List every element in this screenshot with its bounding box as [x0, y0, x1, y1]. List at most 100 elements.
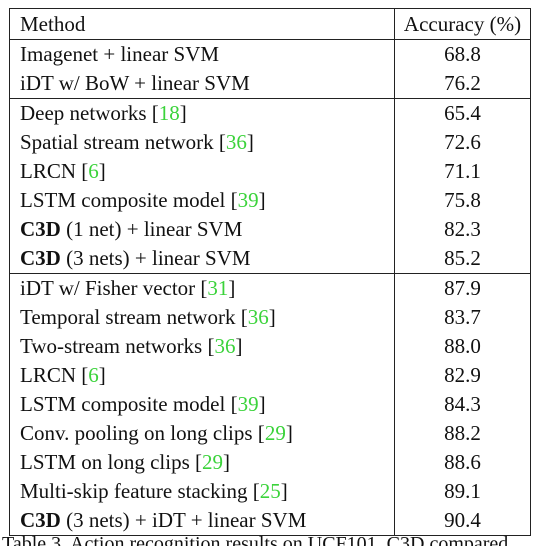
accuracy-cell: 87.9: [394, 273, 531, 303]
method-text: LSTM composite model [: [20, 188, 238, 212]
accuracy-cell: 72.6: [394, 128, 531, 157]
accuracy-cell: 68.8: [394, 39, 531, 69]
method-text: LSTM on long clips [: [20, 450, 202, 474]
method-cell: Temporal stream network [36]: [9, 303, 395, 332]
table-header-row: Method Accuracy (%): [9, 8, 531, 40]
accuracy-cell: 90.4: [394, 506, 531, 536]
citation-ref: 6: [88, 363, 99, 387]
method-text: ]: [246, 130, 254, 154]
method-text: (3 nets) + iDT + linear SVM: [60, 508, 307, 532]
method-cell: Imagenet + linear SVM: [9, 39, 395, 69]
method-text: ]: [228, 276, 236, 300]
citation-ref: 31: [207, 276, 229, 300]
citation-ref: 29: [202, 450, 223, 474]
method-cell: Spatial stream network [36]: [9, 128, 395, 157]
method-text: ]: [258, 188, 266, 212]
method-name-bold: C3D: [20, 508, 61, 532]
method-cell: iDT w/ Fisher vector [31]: [9, 273, 395, 303]
method-cell: Two-stream networks [36]: [9, 332, 395, 361]
method-name-bold: C3D: [20, 217, 61, 241]
citation-ref: 25: [259, 479, 281, 503]
accuracy-cell: 89.1: [394, 477, 531, 506]
method-text: ]: [98, 363, 106, 387]
method-text: LRCN [: [20, 363, 89, 387]
accuracy-cell: 88.0: [394, 332, 531, 361]
accuracy-cell: 76.2: [394, 69, 531, 99]
citation-ref: 29: [264, 421, 286, 445]
method-cell: Conv. pooling on long clips [29]: [9, 419, 395, 448]
accuracy-cell: 82.9: [394, 361, 531, 390]
method-text: ]: [280, 479, 288, 503]
column-header-accuracy: Accuracy (%): [394, 8, 531, 40]
method-cell: C3D (3 nets) + linear SVM: [9, 244, 395, 274]
table-row: Temporal stream network [36]83.7: [9, 303, 531, 332]
table-row: Two-stream networks [36]88.0: [9, 332, 531, 361]
method-text: Two-stream networks [: [20, 334, 215, 358]
method-text: ]: [268, 305, 276, 329]
method-text: ]: [235, 334, 243, 358]
column-header-method: Method: [9, 8, 395, 40]
table-row: Deep networks [18]65.4: [9, 98, 531, 128]
method-text: Spatial stream network [: [20, 130, 226, 154]
method-cell: Multi-skip feature stacking [25]: [9, 477, 395, 506]
citation-ref: 36: [225, 130, 247, 154]
table-row: LSTM composite model [39]84.3: [9, 390, 531, 419]
method-text: ]: [258, 392, 266, 416]
method-cell: LSTM on long clips [29]: [9, 448, 395, 477]
citation-ref: 36: [214, 334, 236, 358]
table-row: Imagenet + linear SVM 68.8: [9, 39, 531, 69]
method-text: Imagenet + linear SVM: [20, 42, 220, 66]
method-text: Multi-skip feature stacking [: [20, 479, 260, 503]
method-cell: LRCN [6]: [9, 361, 395, 390]
results-table: Method Accuracy (%) Imagenet + linear SV…: [9, 8, 531, 536]
method-text: ]: [98, 159, 106, 183]
method-text: Conv. pooling on long clips [: [20, 421, 265, 445]
accuracy-cell: 83.7: [394, 303, 531, 332]
method-text: ]: [285, 421, 293, 445]
method-cell: C3D (3 nets) + iDT + linear SVM: [9, 506, 395, 536]
table-row: Conv. pooling on long clips [29]88.2: [9, 419, 531, 448]
method-text: (1 net) + linear SVM: [60, 217, 243, 241]
accuracy-cell: 65.4: [394, 98, 531, 128]
method-text: (3 nets) + linear SVM: [60, 246, 251, 270]
method-text: Temporal stream network [: [20, 305, 248, 329]
accuracy-cell: 88.6: [394, 448, 531, 477]
accuracy-cell: 85.2: [394, 244, 531, 274]
accuracy-cell: 88.2: [394, 419, 531, 448]
method-cell: LSTM composite model [39]: [9, 390, 395, 419]
method-cell: LSTM composite model [39]: [9, 186, 395, 215]
accuracy-cell: 75.8: [394, 186, 531, 215]
method-cell: LRCN [6]: [9, 157, 395, 186]
method-text: iDT w/ Fisher vector [: [20, 276, 208, 300]
table-row: LSTM on long clips [29]88.6: [9, 448, 531, 477]
method-text: iDT w/ BoW + linear SVM: [20, 71, 250, 95]
citation-ref: 36: [247, 305, 269, 329]
method-text: LSTM composite model [: [20, 392, 238, 416]
method-text: Deep networks [: [20, 101, 159, 125]
method-text: ]: [223, 450, 230, 474]
table-row: Multi-skip feature stacking [25]89.1: [9, 477, 531, 506]
table-row: LSTM composite model [39]75.8: [9, 186, 531, 215]
method-cell: Deep networks [18]: [9, 98, 395, 128]
accuracy-cell: 84.3: [394, 390, 531, 419]
table-row: iDT w/ BoW + linear SVM 76.2: [9, 69, 531, 99]
table-caption: Table 3. Action recognition results on U…: [2, 534, 509, 546]
method-cell: iDT w/ BoW + linear SVM: [9, 69, 395, 99]
citation-ref: 6: [88, 159, 99, 183]
citation-ref: 18: [158, 101, 180, 125]
accuracy-cell: 71.1: [394, 157, 531, 186]
method-name-bold: C3D: [20, 246, 61, 270]
accuracy-cell: 82.3: [394, 215, 531, 244]
table-row: LRCN [6]82.9: [9, 361, 531, 390]
table-row: LRCN [6]71.1: [9, 157, 531, 186]
method-text: LRCN [: [20, 159, 89, 183]
table-row: iDT w/ Fisher vector [31]87.9: [9, 273, 531, 303]
method-cell: C3D (1 net) + linear SVM: [9, 215, 395, 244]
table-row: Spatial stream network [36]72.6: [9, 128, 531, 157]
method-text: ]: [179, 101, 187, 125]
